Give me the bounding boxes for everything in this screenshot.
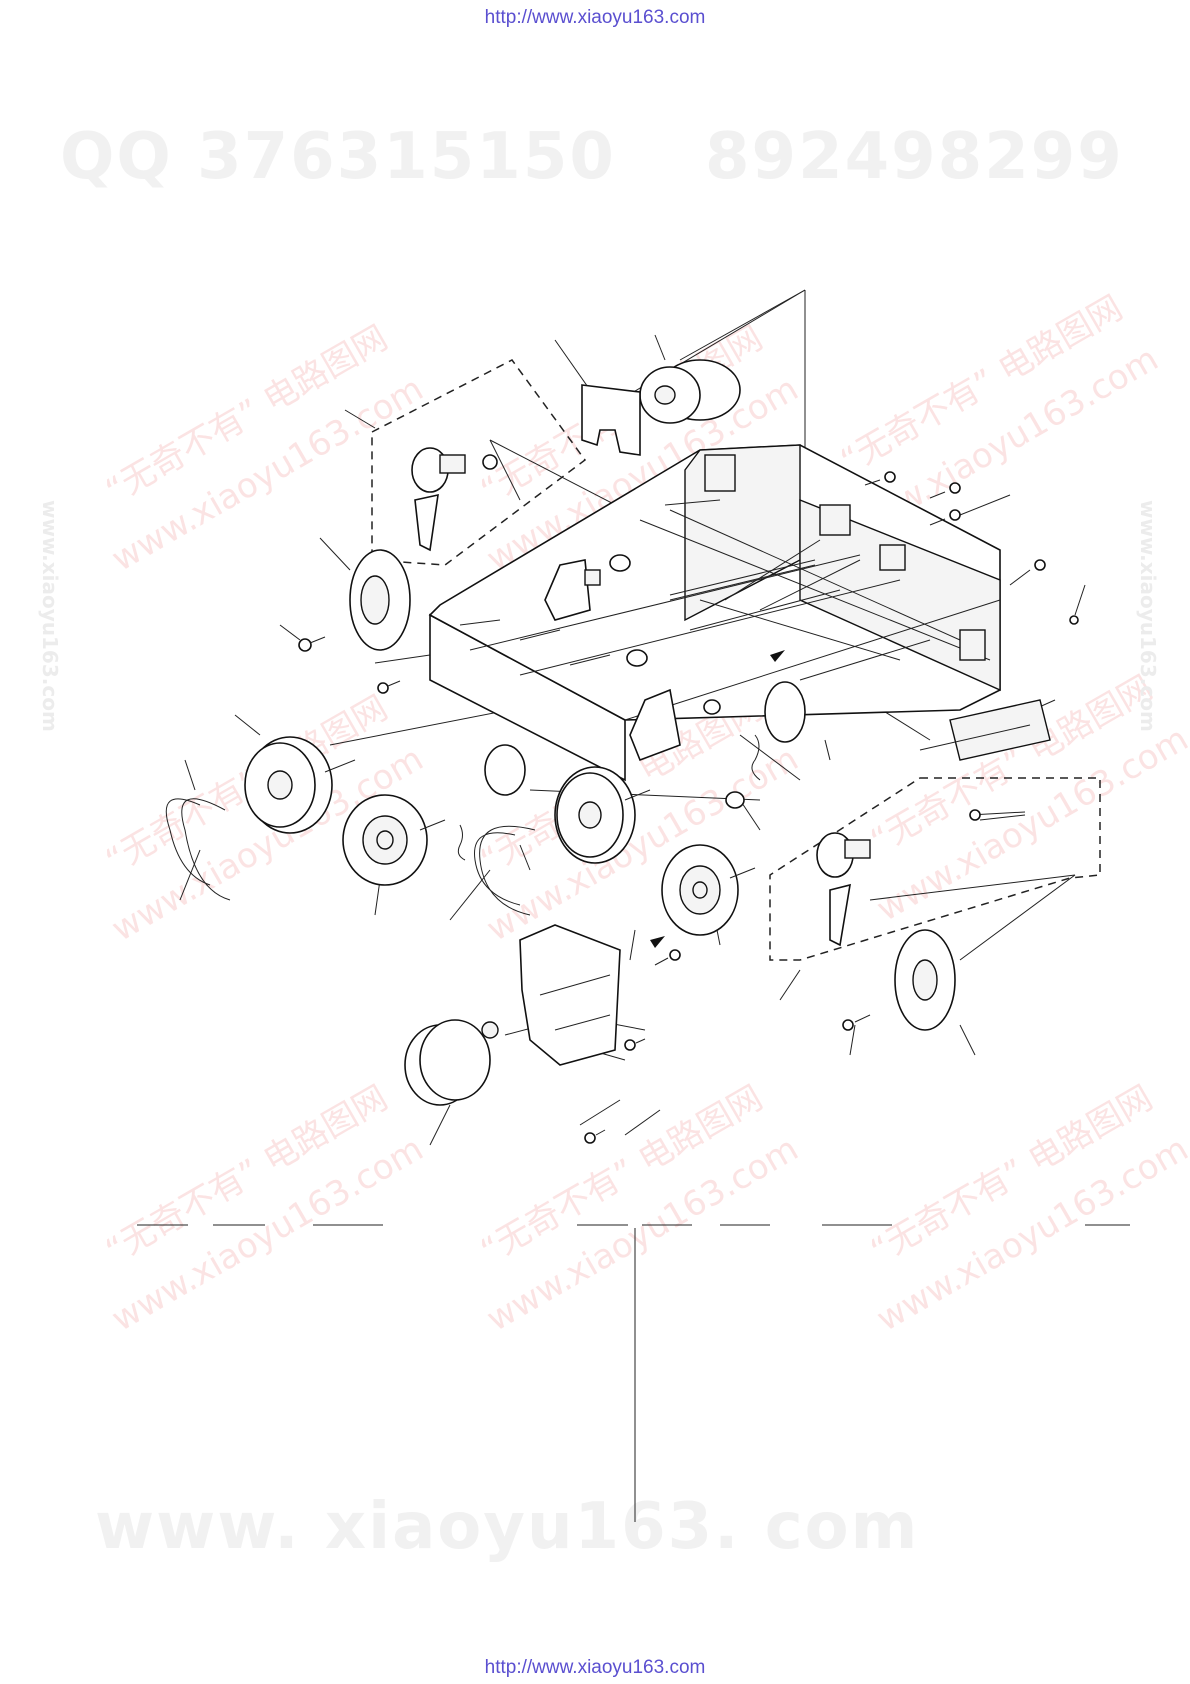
motor-bottom: [404, 1019, 499, 1106]
motor-top: [639, 359, 741, 424]
footer-url-link[interactable]: http://www.xiaoyu163.com: [484, 1657, 706, 1678]
shafts: [664, 499, 931, 681]
belt-left: [165, 798, 231, 901]
dashed-group-left: [371, 359, 587, 566]
qq-watermark: QQ 376315150: [60, 120, 616, 194]
site-watermark: www. xiaoyu163. com: [95, 1490, 920, 1564]
screws: [298, 471, 1079, 1144]
phone-watermark: 892498299: [705, 120, 1124, 194]
flywheel-center-left: [342, 794, 446, 886]
flywheel-right: [661, 844, 756, 936]
reel-plate-left: [349, 549, 411, 651]
flywheel-left: [244, 736, 356, 834]
reel-clutch-right: [816, 809, 1026, 947]
arrow-marker: [650, 936, 665, 948]
main-chassis: [428, 444, 1051, 782]
header-url-link[interactable]: http://www.xiaoyu163.com: [484, 7, 706, 28]
arrow-marker: [770, 650, 785, 662]
belt-center: [474, 825, 536, 916]
reel-clutch-left: [411, 447, 498, 552]
pinch-arm-lower: [629, 681, 806, 809]
parts-list-rules: [137, 1224, 1130, 1522]
pinch-arm-upper: [544, 554, 648, 667]
motor-bracket: [519, 924, 621, 1066]
brake-arm: [457, 744, 526, 861]
reel-plate-right: [894, 929, 956, 1031]
dashed-group-right: [769, 777, 1101, 961]
flywheel-center-right: [554, 766, 651, 864]
plate: [581, 384, 641, 456]
